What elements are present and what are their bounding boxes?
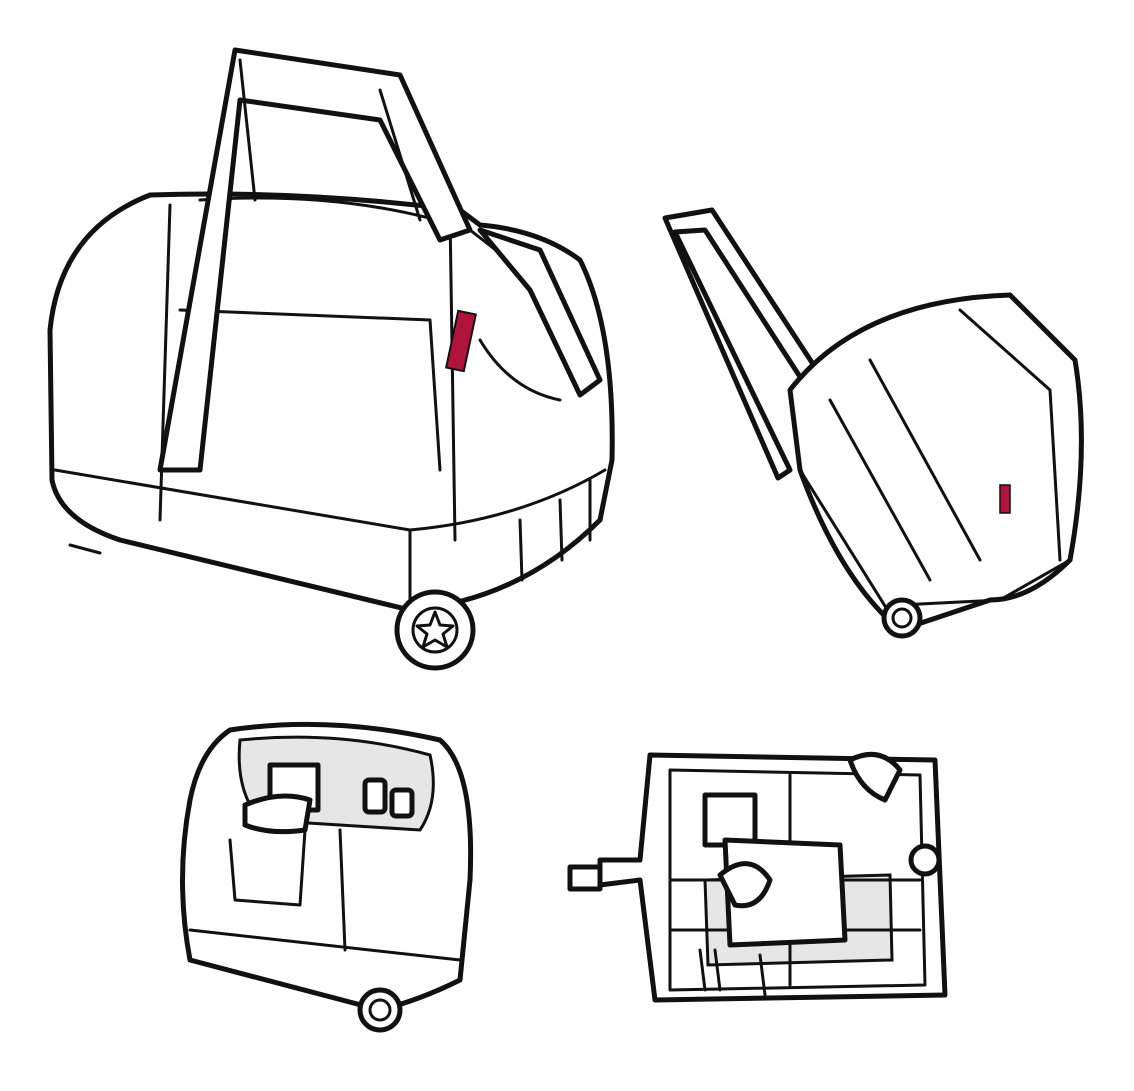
bag-front bbox=[47, 47, 615, 671]
bag-with-trolley bbox=[662, 207, 1084, 639]
brand-tag bbox=[444, 309, 478, 373]
bag-open-top bbox=[567, 751, 948, 1003]
bag-open-side bbox=[180, 721, 474, 1033]
wheel bbox=[394, 589, 476, 671]
